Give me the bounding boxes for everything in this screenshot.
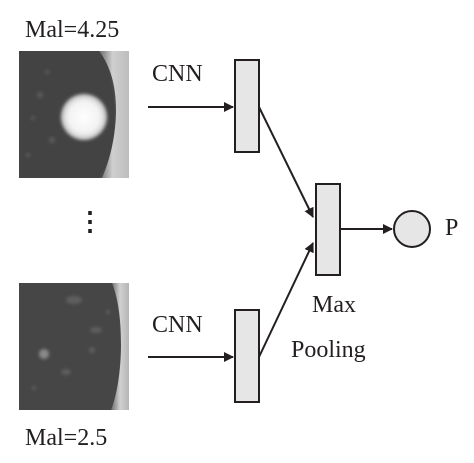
bottom-to-pooling-arrow	[258, 242, 314, 358]
cnn-bottom-label: CNN	[152, 312, 203, 338]
bottom-cnn-block	[234, 309, 260, 403]
top-to-pooling-arrow	[258, 106, 314, 218]
max-pooling-label-line2: Pooling	[291, 337, 366, 363]
output-label: P	[445, 215, 459, 241]
max-pooling-block	[315, 183, 341, 276]
cnn-top-label: CNN	[152, 61, 203, 87]
bottom-image-caption: Mal=2.5	[25, 425, 108, 451]
max-pooling-label-line1: Max	[312, 292, 356, 318]
top-ct-scan-image	[19, 51, 129, 178]
top-image-caption: Mal=4.25	[25, 17, 120, 43]
ellipsis: ⋮	[77, 207, 103, 236]
bottom-ct-scan-image	[19, 283, 129, 410]
top-cnn-block	[234, 59, 260, 153]
output-node	[393, 210, 431, 248]
